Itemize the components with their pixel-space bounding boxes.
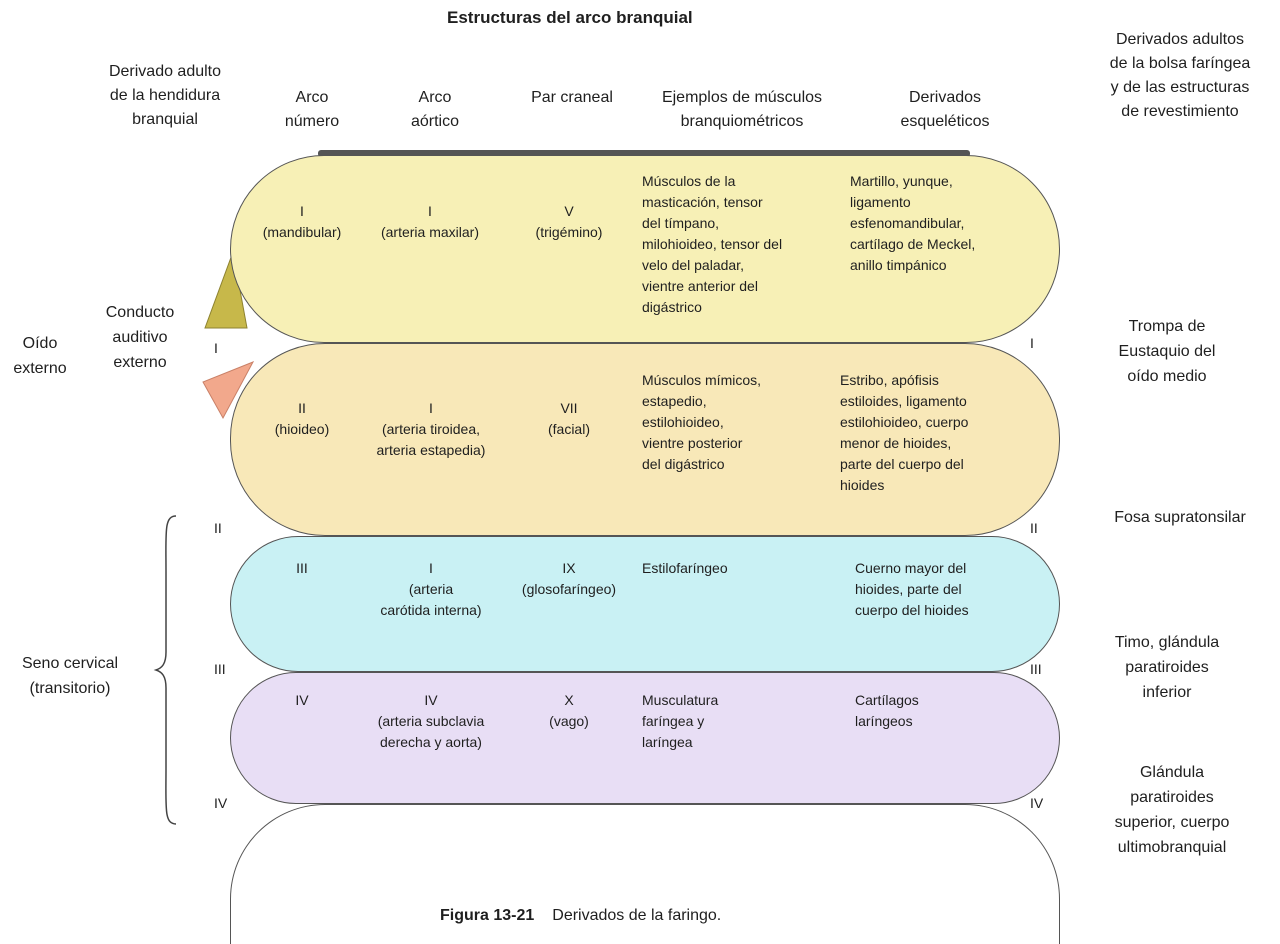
pouch-numeral-right-2: II xyxy=(1030,520,1038,536)
cleft-numeral-left-4: IV xyxy=(214,795,228,811)
arch4-muscles: Musculatura faríngea y laríngea xyxy=(642,692,719,750)
diagram-title: Estructuras del arco branquial xyxy=(447,8,693,27)
header-muscles: Ejemplos de músculos branquiométricos xyxy=(661,89,823,130)
label-oido-externo: Oído externo xyxy=(13,335,67,377)
arch4-nerve: X (vago) xyxy=(549,692,589,729)
header-arch-number: Arco número xyxy=(284,89,340,130)
pouch-numeral-right-4: IV xyxy=(1030,795,1044,811)
top-bar xyxy=(318,150,970,157)
label-fosa-supratonsilar: Fosa supratonsilar xyxy=(1114,509,1246,526)
cleft-numeral-left-2: II xyxy=(214,520,222,536)
header-pouch-derivatives: Derivados adultos de la bolsa faríngea y… xyxy=(1109,31,1251,120)
header-cleft-derivative: Derivado adulto de la hendidura branquia… xyxy=(108,63,222,128)
header-cranial-nerve: Par craneal xyxy=(531,89,613,106)
label-trompa-eustaquio: Trompa de Eustaquio del oído medio xyxy=(1118,318,1216,385)
pouch-numeral-right-1: I xyxy=(1030,335,1034,351)
arch-band-3 xyxy=(230,536,1060,672)
arch4-number: IV xyxy=(295,692,309,708)
figure-caption: Figura 13-21 Derivados de la faringo. xyxy=(440,907,721,925)
arch2-skeletal: Estribo, apófisis estiloides, ligamento … xyxy=(840,372,969,493)
figure-number: Figura 13-21 xyxy=(440,907,535,924)
label-conducto-auditivo: Conducto auditivo externo xyxy=(105,304,175,371)
arch4-aortic: IV (arteria subclavia derecha y aorta) xyxy=(377,692,485,750)
arch1-nerve: V (trigémino) xyxy=(535,203,603,240)
arch2-muscles: Músculos mímicos, estapedio, estilohioid… xyxy=(642,372,762,472)
arch-band-4 xyxy=(230,672,1060,804)
label-timo: Timo, glándula paratiroides inferior xyxy=(1114,634,1220,701)
brace-seno-cervical xyxy=(153,515,177,825)
arch1-number: I (mandibular) xyxy=(262,203,342,240)
arch3-muscles: Estilofaríngeo xyxy=(642,560,728,576)
arch2-number: II (hioideo) xyxy=(274,400,330,437)
arch3-number: III xyxy=(296,560,308,576)
header-skeletal: Derivados esqueléticos xyxy=(900,89,990,130)
header-aortic-arch: Arco aórtico xyxy=(410,89,460,130)
label-seno-cervical: Seno cervical (transitorio) xyxy=(21,655,119,697)
arch-band-1 xyxy=(230,155,1060,343)
pouch-numeral-right-3: III xyxy=(1030,661,1042,677)
tag-salmon xyxy=(202,361,255,420)
arch1-muscles: Músculos de la masticación, tensor del t… xyxy=(642,173,783,315)
arch-band-2 xyxy=(230,343,1060,536)
cleft-numeral-left-3: III xyxy=(214,661,226,677)
arch1-skeletal: Martillo, yunque, ligamento esfenomandib… xyxy=(850,173,976,273)
arch3-nerve: IX (glosofaríngeo) xyxy=(521,560,617,597)
arch-band-5 xyxy=(230,804,1060,944)
arch1-aortic: I (arteria maxilar) xyxy=(380,203,479,240)
arch2-nerve: VII (facial) xyxy=(547,400,590,437)
label-paratiroides-superior: Glándula paratiroides superior, cuerpo u… xyxy=(1114,764,1230,856)
arch4-skeletal: Cartílagos laríngeos xyxy=(855,692,919,729)
arch2-aortic: I (arteria tiroidea, arteria estapedia) xyxy=(376,400,486,458)
arch3-skeletal: Cuerno mayor del hioides, parte del cuer… xyxy=(855,560,969,618)
figure-caption-text: Derivados de la faringo. xyxy=(552,907,722,924)
cleft-numeral-left-1: I xyxy=(214,340,218,356)
arch3-aortic: I (arteria carótida interna) xyxy=(380,560,482,618)
